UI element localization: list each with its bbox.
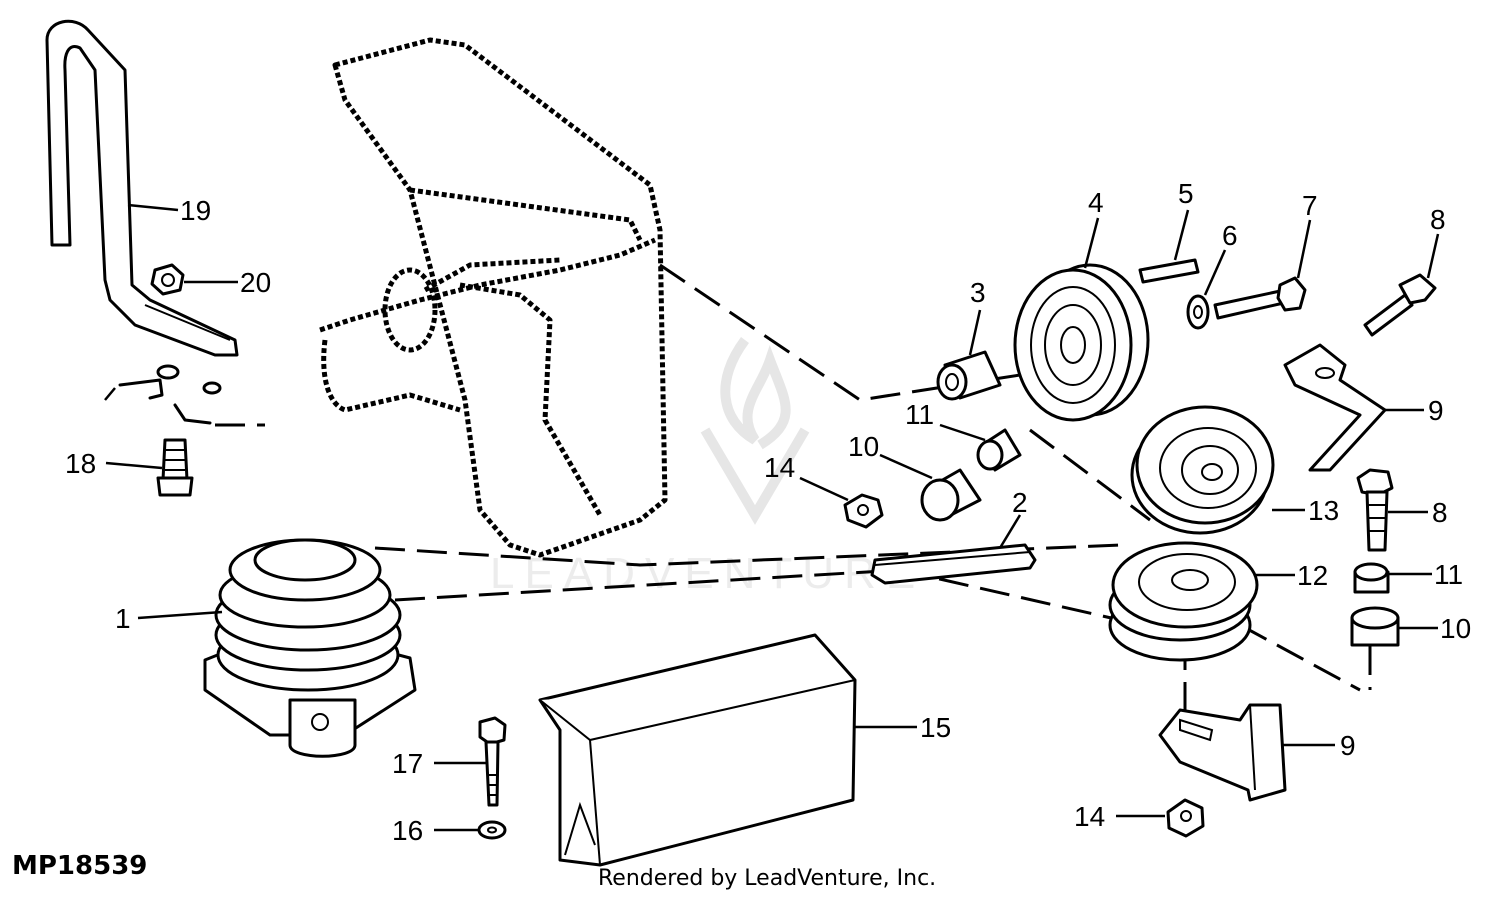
svg-text:9: 9 [1428,395,1444,426]
bolt-7 [1213,276,1307,320]
callout-10-upper: 10 [848,431,933,480]
callout-5: 5 [1173,178,1194,261]
svg-text:8: 8 [1430,204,1446,235]
svg-text:11: 11 [905,399,934,430]
svg-text:7: 7 [1302,190,1318,221]
nut-14-lower [1166,798,1205,838]
blower-housing-outline [319,37,668,558]
svg-text:15: 15 [920,712,951,743]
svg-text:3: 3 [970,277,986,308]
svg-text:8: 8 [1432,497,1448,528]
washer-6 [1186,294,1210,330]
callout-11-lower: 11 [1388,559,1463,590]
callout-7: 7 [1296,190,1318,279]
handle-rod [45,19,239,357]
svg-text:16: 16 [392,815,423,846]
spacer-bar-2 [870,543,1037,585]
bolt-8-upper [1363,273,1437,337]
spacer-11-upper [976,428,1022,472]
bolt-17 [478,716,507,807]
svg-text:20: 20 [240,267,271,298]
callout-11-upper: 11 [905,399,986,442]
callout-20: 20 [184,267,271,298]
svg-text:12: 12 [1297,560,1328,591]
nut-20 [150,263,185,296]
callout-9-lower: 9 [1283,730,1356,761]
callout-6: 6 [1203,220,1238,296]
svg-text:4: 4 [1088,187,1104,218]
washer-small-parts [104,364,265,427]
svg-text:5: 5 [1178,178,1194,209]
bracket-9-upper [1283,343,1387,472]
callout-2: 2 [998,487,1028,549]
spacer-10-lower [1350,606,1400,647]
callout-10-lower: 10 [1398,613,1471,644]
callout-16: 16 [392,815,478,846]
nut-14-upper [843,493,884,529]
callout-9-upper: 9 [1385,395,1444,426]
callout-19: 19 [127,195,211,226]
callout-18: 18 [65,448,163,479]
pulley-12 [1108,541,1259,662]
credit-line: Rendered by LeadVenture, Inc. [598,866,936,891]
callout-13: 13 [1272,495,1339,526]
pulley-4 [1013,263,1150,422]
callout-3: 3 [968,277,986,356]
svg-text:11: 11 [1434,559,1463,590]
callout-12: 12 [1255,560,1328,591]
spacer-11-lower [1353,562,1390,594]
bushing-3 [936,350,1002,401]
svg-text:9: 9 [1340,730,1356,761]
washer-16 [477,820,507,840]
figure-id: MP18539 [12,851,147,881]
clutch-assembly [203,538,417,758]
belt-guard-15 [538,633,857,867]
svg-text:14: 14 [1074,801,1105,832]
bolt-8-lower [1356,468,1394,552]
svg-text:6: 6 [1222,220,1238,251]
callout-8-upper: 8 [1426,204,1446,279]
spacer-10-upper [920,468,982,522]
callout-17: 17 [392,748,486,779]
svg-text:10: 10 [1440,613,1471,644]
pulley-13 [1130,405,1275,535]
svg-text:17: 17 [392,748,423,779]
bolt-18 [156,438,194,497]
callout-14-lower: 14 [1074,801,1165,832]
callout-1: 1 [115,603,223,634]
key-5 [1138,258,1200,284]
svg-text:14: 14 [764,452,795,483]
svg-text:10: 10 [848,431,879,462]
callout-15: 15 [855,712,951,743]
svg-text:2: 2 [1012,487,1028,518]
svg-text:19: 19 [180,195,211,226]
callout-4: 4 [1083,187,1104,269]
svg-text:18: 18 [65,448,96,479]
bracket-9-lower [1158,703,1287,802]
svg-text:13: 13 [1308,495,1339,526]
callout-14-upper: 14 [764,452,849,502]
callout-8-lower: 8 [1388,497,1448,528]
svg-text:1: 1 [115,603,131,634]
